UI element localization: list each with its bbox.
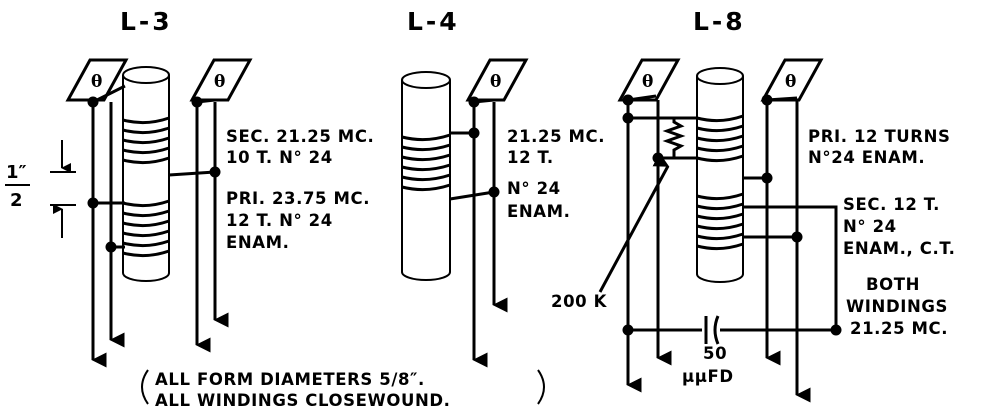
coil-title-l8: L-8 <box>693 7 746 36</box>
both-windings-label: WINDINGS <box>846 297 948 316</box>
winding-pri-l8 <box>696 114 744 163</box>
footnote: ALL FORM DIAMETERS 5/8″. ALL WINDINGS CL… <box>141 369 545 410</box>
both-windings-label: BOTH <box>866 275 920 294</box>
coil-title-l3: L-3 <box>120 7 173 36</box>
spacing-denominator: 2 <box>10 190 23 211</box>
junction-dot <box>191 96 203 108</box>
pri-label-l3: ENAM. <box>226 233 290 252</box>
both-windings-label: 21.25 MC. <box>850 319 948 338</box>
coil-title-l4: L-4 <box>407 7 460 36</box>
terminal-lug-l3-left: θ <box>65 58 129 102</box>
junction-dot <box>87 96 99 108</box>
junction-dot <box>87 197 99 209</box>
footnote-line-2: ALL WINDINGS CLOSEWOUND. <box>155 391 451 410</box>
sec-label-l8: ENAM., C.T. <box>843 239 956 258</box>
junction-dot <box>468 127 480 139</box>
terminal-lug-l4: θ <box>465 58 529 102</box>
coil-l3: L-3 θ θ <box>5 7 374 368</box>
coil-l8: L-8 θ θ <box>551 7 956 403</box>
right-paren <box>537 369 545 405</box>
junction-dot <box>791 231 803 243</box>
winding-l4 <box>401 133 451 192</box>
resistor-200k <box>662 118 686 158</box>
theta-symbol: θ <box>91 72 102 92</box>
pri-label-l3: 12 T. N° 24 <box>226 211 333 230</box>
junction-dot <box>830 324 842 336</box>
junction-dot <box>622 94 634 106</box>
resistor-label: 200 K <box>551 292 608 311</box>
pri-label-l8: PRI. 12 TURNS <box>808 127 951 146</box>
coil-form-l4 <box>401 71 451 281</box>
capacitor-value: 50 <box>703 344 727 363</box>
terminal-lug-l8-right: θ <box>760 58 824 102</box>
footnote-line-1: ALL FORM DIAMETERS 5/8″. <box>155 370 425 389</box>
spacing-numerator: 1″ <box>6 162 27 183</box>
terminal-lug-l8-left: θ <box>617 58 681 102</box>
pri-label-l3: PRI. 23.75 MC. <box>226 189 370 208</box>
terminal-lug-l3-right: θ <box>189 58 253 102</box>
theta-symbol: θ <box>490 72 501 92</box>
capacitor-50uufd <box>704 315 720 345</box>
sec-label-l3: SEC. 21.25 MC. <box>226 127 374 146</box>
junction-dot <box>652 152 664 164</box>
winding-sec-l8 <box>696 192 744 251</box>
theta-symbol: θ <box>785 72 796 92</box>
sec-label-l3: 10 T. N° 24 <box>226 148 333 167</box>
theta-symbol: θ <box>214 72 225 92</box>
winding-label-l4: 12 T. <box>507 148 554 167</box>
winding-sec-l3 <box>122 116 170 165</box>
winding-label-l4: 21.25 MC. <box>507 127 605 146</box>
coil-form-l3 <box>122 66 170 282</box>
leads-l3 <box>91 84 229 368</box>
junction-dot <box>761 172 773 184</box>
resistor-pointer-arrow <box>598 152 670 293</box>
sec-label-l8: N° 24 <box>843 217 897 236</box>
sec-label-l8: SEC. 12 T. <box>843 195 940 214</box>
junction-dot <box>761 94 773 106</box>
theta-symbol: θ <box>642 72 653 92</box>
winding-pri-l3 <box>122 199 170 258</box>
junction-dot <box>622 112 634 124</box>
left-paren <box>141 369 149 405</box>
coil-l4: L-4 θ 21.25 MC. 12 T. N° <box>401 7 605 368</box>
winding-label-l4: N° 24 <box>507 179 561 198</box>
spacing-dimension-l3: 1″ 2 <box>5 140 76 238</box>
junction-dot <box>468 96 480 108</box>
coil-form-l8 <box>696 67 744 283</box>
junction-dot <box>209 166 221 178</box>
leads-l4 <box>449 98 508 368</box>
winding-label-l4: ENAM. <box>507 202 571 221</box>
pri-label-l8: N°24 ENAM. <box>808 148 925 167</box>
junction-dot <box>622 324 634 336</box>
junction-dot <box>488 186 500 198</box>
junction-dot <box>105 241 117 253</box>
capacitor-unit: μμFD <box>682 367 734 386</box>
